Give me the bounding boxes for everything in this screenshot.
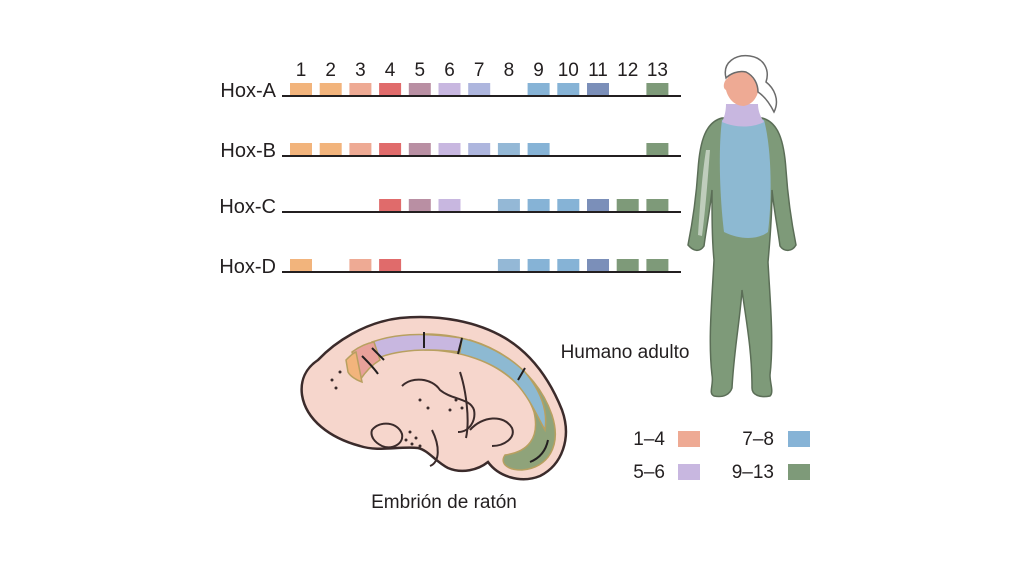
- gene-block-8: [497, 143, 520, 155]
- legend-swatch-1-4: [678, 431, 700, 447]
- human-label: Humano adulto: [561, 342, 690, 363]
- gene-block-8: [497, 199, 520, 211]
- gene-block-12: [616, 259, 639, 271]
- gene-block-4: [379, 259, 402, 271]
- gene-block-7: [468, 143, 491, 155]
- gene-number-10: 10: [558, 60, 579, 81]
- gene-block-13: [646, 259, 669, 271]
- gene-block-5: [408, 143, 431, 155]
- gene-block-11: [587, 259, 609, 271]
- gene-number-2: 2: [325, 60, 336, 81]
- gene-number-6: 6: [444, 60, 455, 81]
- gene-block-13: [646, 143, 669, 155]
- gene-block-12: [616, 199, 639, 211]
- cluster-row-hox-a: Hox-A: [220, 80, 681, 102]
- gene-block-3: [349, 83, 372, 95]
- cluster-label: Hox-A: [220, 80, 276, 102]
- cluster-label: Hox-C: [219, 196, 276, 218]
- gene-block-6: [438, 143, 461, 155]
- gene-block-7: [468, 83, 491, 95]
- gene-block-4: [379, 83, 402, 95]
- gene-block-5: [408, 83, 431, 95]
- gene-number-5: 5: [415, 60, 426, 81]
- gene-block-2: [319, 143, 342, 155]
- gene-block-10: [557, 259, 580, 271]
- gene-number-11: 11: [588, 60, 608, 81]
- gene-block-4: [379, 199, 402, 211]
- gene-block-10: [557, 199, 580, 211]
- gene-number-1: 1: [296, 60, 307, 81]
- legend-label-5-6: 5–6: [633, 462, 665, 483]
- gene-block-1: [290, 259, 312, 271]
- cluster-row-hox-c: Hox-C: [219, 196, 681, 218]
- legend-label-9-13: 9–13: [732, 462, 774, 483]
- gene-block-1: [290, 83, 312, 95]
- embryo-dots: [330, 370, 464, 448]
- cluster-label: Hox-B: [220, 140, 276, 162]
- gene-number-8: 8: [504, 60, 515, 81]
- gene-block-9: [527, 83, 550, 95]
- gene-block-11: [587, 83, 609, 95]
- gene-block-6: [438, 199, 461, 211]
- gene-block-1: [290, 143, 312, 155]
- gene-block-6: [438, 83, 461, 95]
- human-hair: [724, 54, 778, 114]
- gene-block-3: [349, 259, 372, 271]
- gene-block-9: [527, 259, 550, 271]
- legend-swatch-7-8: [788, 431, 810, 447]
- legend-swatch-5-6: [678, 464, 700, 480]
- gene-block-11: [587, 199, 609, 211]
- gene-block-5: [408, 199, 431, 211]
- embryo-band-orange: [345, 351, 363, 384]
- cluster-row-hox-d: Hox-D: [219, 256, 681, 278]
- human-neck-purple: [722, 104, 764, 127]
- legend-swatch-9-13: [788, 464, 810, 480]
- gene-block-13: [646, 199, 669, 211]
- gene-block-3: [349, 143, 372, 155]
- gene-number-7: 7: [474, 60, 485, 81]
- gene-number-3: 3: [355, 60, 366, 81]
- legend-label-1-4: 1–4: [633, 429, 665, 450]
- legend-label-7-8: 7–8: [742, 429, 774, 450]
- gene-number-13: 13: [647, 60, 668, 81]
- gene-block-4: [379, 143, 402, 155]
- gene-block-9: [527, 143, 550, 155]
- mouse-embryo-illustration: [300, 315, 568, 481]
- gene-block-9: [527, 199, 550, 211]
- embryo-details: [370, 371, 514, 467]
- gene-block-10: [557, 83, 580, 95]
- gene-number-12: 12: [617, 60, 638, 81]
- gene-number-9: 9: [533, 60, 544, 81]
- cluster-label: Hox-D: [219, 256, 276, 278]
- hox-cluster-rows: Hox-A Hox-B Hox-C Hox-D: [219, 80, 681, 278]
- embryo-band-purple: [371, 333, 463, 359]
- human-highlight: [698, 150, 710, 236]
- human-torso-blue: [719, 118, 771, 238]
- embryo-segment-marks: [361, 332, 549, 463]
- gene-block-2: [319, 83, 342, 95]
- embryo-label: Embrión de ratón: [371, 492, 517, 513]
- human-figure-illustration: [687, 54, 797, 398]
- legend: 1–4 7–8 5–6 9–13: [633, 429, 810, 483]
- gene-block-13: [646, 83, 669, 95]
- gene-number-4: 4: [385, 60, 396, 81]
- cluster-row-hox-b: Hox-B: [220, 140, 681, 162]
- gene-block-8: [497, 259, 520, 271]
